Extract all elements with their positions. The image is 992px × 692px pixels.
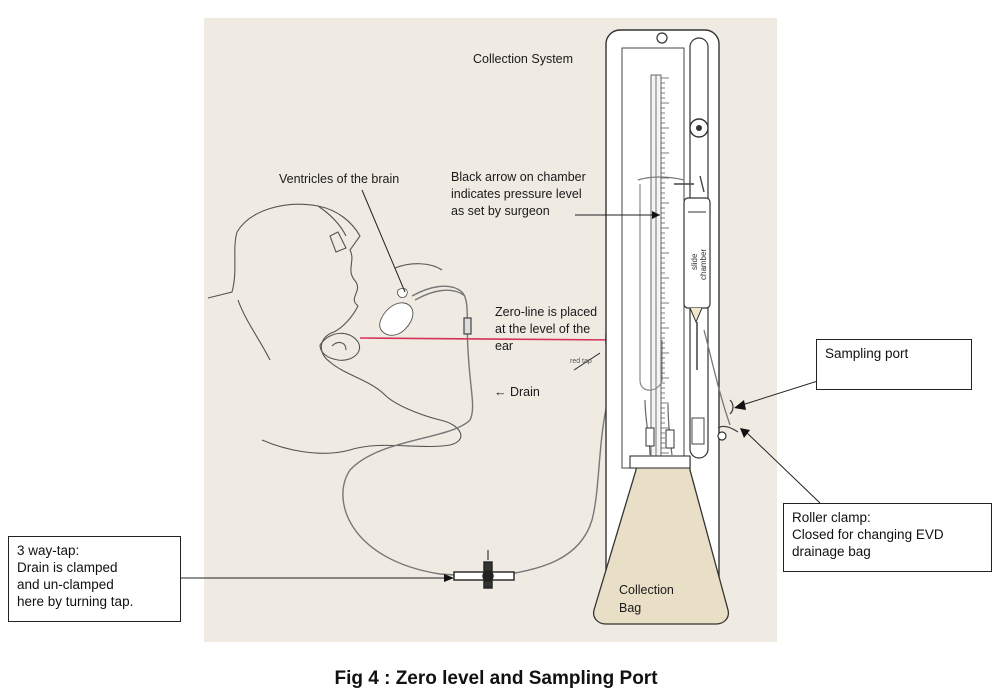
brain-ventricles — [379, 287, 414, 336]
figure-caption: Fig 4 : Zero level and Sampling Port — [334, 668, 658, 689]
callout-sampling-port-text: Sampling port — [825, 346, 909, 361]
label-drain: ← Drain — [494, 385, 540, 399]
label-collection-system: Collection System — [473, 52, 573, 66]
label-slide-chamber-2: chamber — [699, 249, 708, 280]
callout-three-way-tap-line-3: and un-clamped — [17, 577, 114, 592]
label-zero-line-2: at the level of the — [495, 322, 590, 336]
callout-three-way-tap-line-4: here by turning tap. — [17, 594, 134, 609]
pressure-scale — [661, 77, 669, 464]
callout-roller-clamp-line-2: Closed for changing EVD — [792, 527, 944, 542]
callout-roller-clamp: Roller clamp: Closed for changing EVD dr… — [783, 503, 992, 572]
label-slide-chamber-1: slide — [690, 253, 699, 270]
label-black-arrow-1: Black arrow on chamber — [451, 170, 586, 184]
label-zero-line-3: ear — [495, 339, 513, 353]
patient-head — [207, 203, 462, 454]
label-red-tap: red tap — [570, 358, 592, 365]
label-collection-bag-2: Bag — [619, 601, 641, 615]
leader-lines — [180, 189, 825, 579]
callout-roller-clamp-line-1: Roller clamp: — [792, 510, 871, 525]
label-ventricles: Ventricles of the brain — [279, 172, 399, 186]
callout-three-way-tap-line-2: Drain is clamped — [17, 560, 118, 575]
collection-system — [605, 29, 739, 621]
callout-roller-clamp-line-3: drainage bag — [792, 544, 871, 559]
arrowheads — [444, 211, 750, 582]
callout-three-way-tap: 3 way-tap: Drain is clamped and un-clamp… — [8, 536, 181, 622]
callout-sampling-port: Sampling port — [816, 339, 972, 390]
drain-connector — [463, 317, 472, 335]
zero-line — [359, 337, 621, 341]
label-black-arrow-3: as set by surgeon — [451, 204, 550, 218]
callout-three-way-tap-line-1: 3 way-tap: — [17, 543, 80, 558]
label-black-arrow-2: indicates pressure level — [451, 187, 582, 201]
label-zero-line-1: Zero-line is placed — [495, 305, 597, 319]
label-collection-bag-1: Collection — [619, 583, 674, 597]
stopcock-lower — [453, 550, 515, 589]
collection-bag — [592, 457, 730, 625]
